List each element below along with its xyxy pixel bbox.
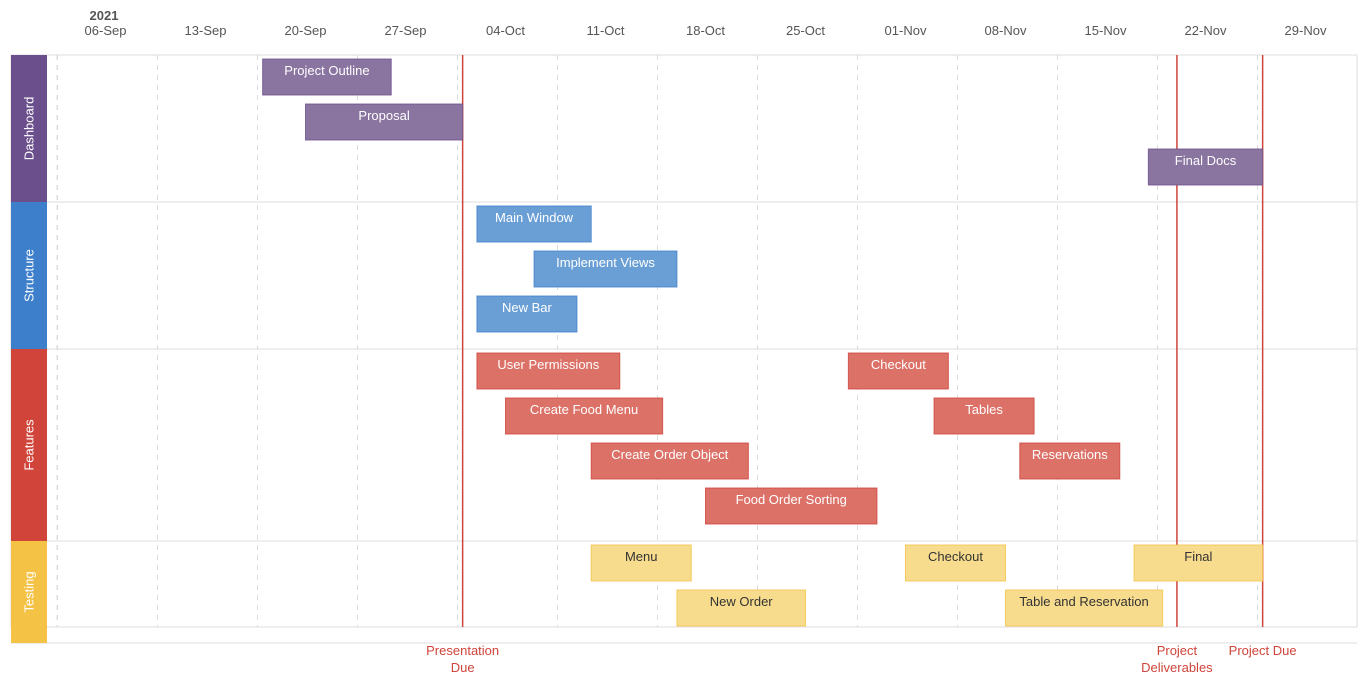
task-label: Proposal xyxy=(358,108,409,123)
task-bar[interactable] xyxy=(1019,442,1121,480)
x-tick-label: 25-Oct xyxy=(786,23,825,38)
task-label: Final xyxy=(1184,549,1212,564)
task-label: Tables xyxy=(965,402,1003,417)
task-bar[interactable] xyxy=(705,487,878,525)
task-bar[interactable] xyxy=(533,250,678,288)
x-tick-label: 11-Oct xyxy=(586,23,624,38)
marker-label: Project Due xyxy=(1229,643,1297,658)
lane-band xyxy=(11,55,47,202)
task-label: Checkout xyxy=(871,357,926,372)
year-label: 2021 xyxy=(90,8,119,23)
x-tick-label: 01-Nov xyxy=(885,23,927,38)
axis-layer: 2021 06-Sep 13-Sep 20-Sep 27-Sep 04-Oct 11-Oc… xyxy=(85,8,1327,38)
lane-label: Dashboard xyxy=(22,97,37,161)
marker-label: Due xyxy=(451,660,475,675)
task-label: Main Window xyxy=(495,210,574,225)
lane-band xyxy=(11,541,47,643)
task-label: Menu xyxy=(625,549,658,564)
x-tick-label: 27-Sep xyxy=(385,23,427,38)
task-label: Create Food Menu xyxy=(530,402,638,417)
task-bar[interactable] xyxy=(1005,589,1164,627)
lane-label: Structure xyxy=(22,249,37,302)
task-label: Food Order Sorting xyxy=(736,492,847,507)
lane-label: Features xyxy=(22,419,37,471)
task-bar[interactable] xyxy=(476,295,578,333)
x-tick-label: 08-Nov xyxy=(985,23,1027,38)
task-label: New Bar xyxy=(502,300,553,315)
task-bar[interactable] xyxy=(476,352,621,390)
task-bar[interactable] xyxy=(590,544,692,582)
task-bar[interactable] xyxy=(847,352,949,390)
x-tick-label: 06-Sep xyxy=(85,23,127,38)
marker-label: Project xyxy=(1157,643,1198,658)
lane-band xyxy=(11,349,47,541)
task-bar[interactable] xyxy=(262,58,392,96)
x-tick-label: 13-Sep xyxy=(185,23,227,38)
x-tick-label: 29-Nov xyxy=(1285,23,1327,38)
task-bar[interactable] xyxy=(305,103,464,141)
task-bar[interactable] xyxy=(933,397,1035,435)
task-label: Table and Reservation xyxy=(1019,594,1148,609)
lane-label: Testing xyxy=(22,571,37,612)
marker-label: Deliverables xyxy=(1141,660,1213,675)
grid-layer xyxy=(10,54,1358,644)
marker-label: Presentation xyxy=(426,643,499,658)
task-label: Reservations xyxy=(1032,447,1108,462)
x-tick-label: 18-Oct xyxy=(686,23,725,38)
x-tick-label: 22-Nov xyxy=(1185,23,1227,38)
task-label: New Order xyxy=(710,594,774,609)
x-tick-label: 04-Oct xyxy=(486,23,525,38)
task-bar[interactable] xyxy=(905,544,1006,582)
task-label: Create Order Object xyxy=(611,447,728,462)
task-bar[interactable] xyxy=(1133,544,1264,582)
task-label: User Permissions xyxy=(497,357,599,372)
task-label: Final Docs xyxy=(1175,153,1237,168)
task-label: Checkout xyxy=(928,549,983,564)
task-bar[interactable] xyxy=(676,589,807,627)
task-bar[interactable] xyxy=(476,205,592,243)
task-label: Implement Views xyxy=(556,255,655,270)
x-tick-label: 20-Sep xyxy=(285,23,327,38)
lane-band xyxy=(11,202,47,349)
task-bar[interactable] xyxy=(1147,148,1264,186)
task-bar[interactable] xyxy=(505,397,664,435)
task-label: Project Outline xyxy=(284,63,369,78)
x-tick-label: 15-Nov xyxy=(1085,23,1127,38)
task-bar[interactable] xyxy=(590,442,749,480)
